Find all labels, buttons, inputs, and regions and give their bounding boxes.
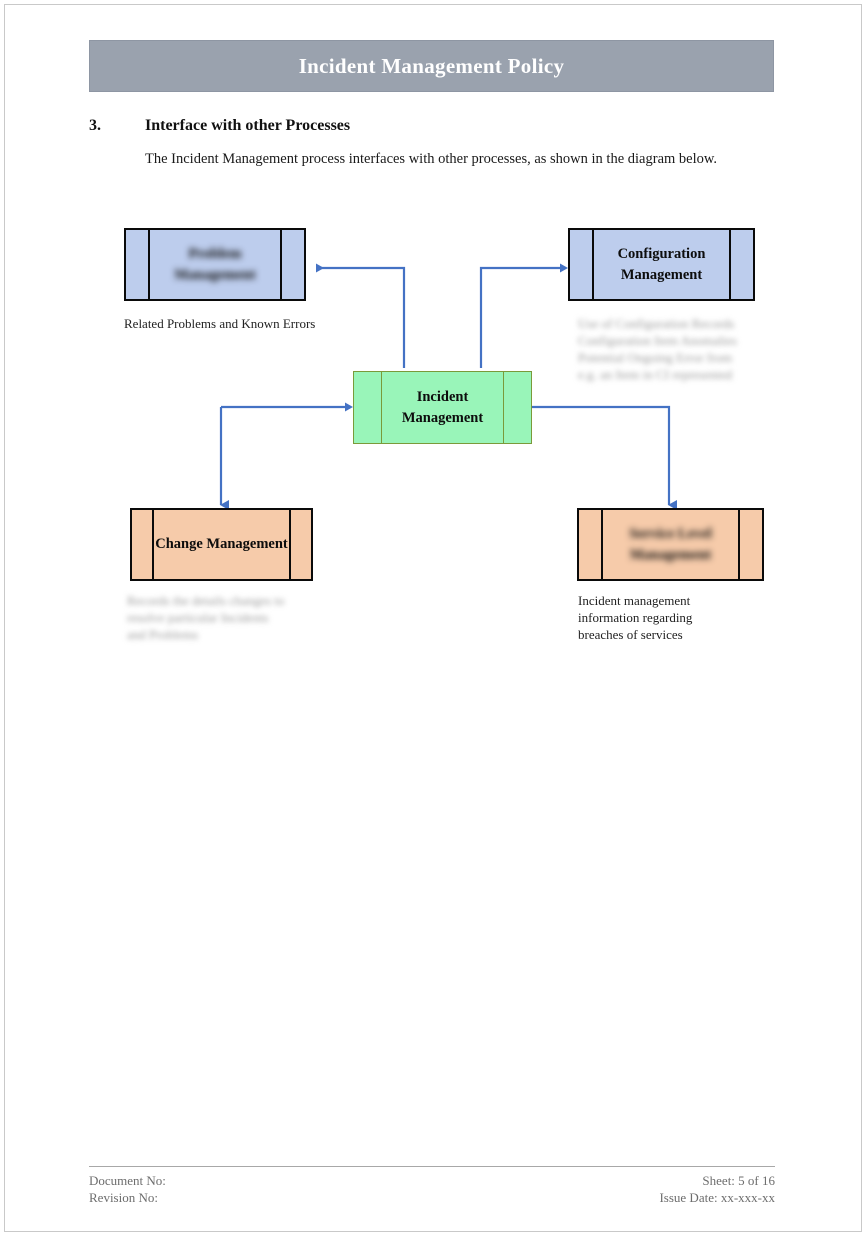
caption-problem-management: Related Problems and Known Errors [124, 316, 316, 331]
box-change-management[interactable]: Change Management [130, 508, 313, 581]
connector-incident-to-service-level [532, 405, 677, 510]
footer-revision-no: Revision No: [89, 1190, 158, 1205]
box-incident-management-label: Incident Management [401, 388, 484, 426]
caption-change-management: Records the details changes to resolve p… [127, 592, 327, 643]
box-right-band [289, 510, 311, 579]
section-heading: 3. Interface with other Processes [89, 117, 779, 135]
footer-divider [89, 1166, 775, 1167]
document-header-banner: Incident Management Policy [89, 40, 774, 92]
section-intro-paragraph: The Incident Management process interfac… [145, 151, 718, 167]
caption-line: and Problems [127, 627, 199, 642]
box-service-level-management[interactable]: Service Level Management [577, 508, 764, 581]
box-right-band [503, 372, 531, 443]
box-change-management-label: Change Management [155, 536, 288, 552]
caption-line: Potential Ongoing Error from [578, 350, 733, 365]
connector-incident-to-configuration [479, 263, 568, 368]
footer-document-no: Document No: [89, 1173, 166, 1188]
box-problem-management-label: Problem Management [174, 245, 256, 283]
footer-issue-date: Issue Date: xx-xxx-xx [659, 1190, 775, 1205]
caption-line: Configuration Item Anomalies [578, 333, 737, 348]
box-left-band [570, 230, 594, 299]
box-incident-management[interactable]: Incident Management [353, 371, 532, 444]
box-configuration-management-label: Configuration Management [617, 245, 706, 283]
box-left-band [126, 230, 150, 299]
box-service-level-management-label: Service Level Management [629, 525, 712, 563]
section-number: 3. [89, 117, 101, 134]
footer-sheet-number: Sheet: 5 of 16 [702, 1173, 775, 1188]
box-configuration-management[interactable]: Configuration Management [568, 228, 755, 301]
caption-line: resolve particular Incidents [127, 610, 269, 625]
connector-incident-to-problem [316, 263, 406, 368]
caption-service-level-management: Incident management information regardin… [578, 593, 693, 642]
box-problem-management[interactable]: Problem Management [124, 228, 306, 301]
document-title: Incident Management Policy [298, 53, 565, 78]
footer-left-column: Document No: Revision No: [89, 1172, 166, 1206]
box-left-band [579, 510, 603, 579]
box-left-band [132, 510, 154, 579]
caption-configuration-management: Use of Configuration Records Configurati… [578, 315, 783, 383]
caption-line: e.g. an Item in CI represented [578, 367, 733, 382]
box-left-band [354, 372, 382, 443]
box-right-band [729, 230, 753, 299]
box-right-band [738, 510, 762, 579]
box-right-band [280, 230, 304, 299]
caption-line: Use of Configuration Records [578, 316, 735, 331]
section-title: Interface with other Processes [145, 117, 351, 134]
footer-right-column: Sheet: 5 of 16 Issue Date: xx-xxx-xx [659, 1172, 775, 1206]
page-footer: Document No: Revision No: Sheet: 5 of 16… [89, 1166, 775, 1206]
caption-line: Records the details changes to [127, 593, 285, 608]
